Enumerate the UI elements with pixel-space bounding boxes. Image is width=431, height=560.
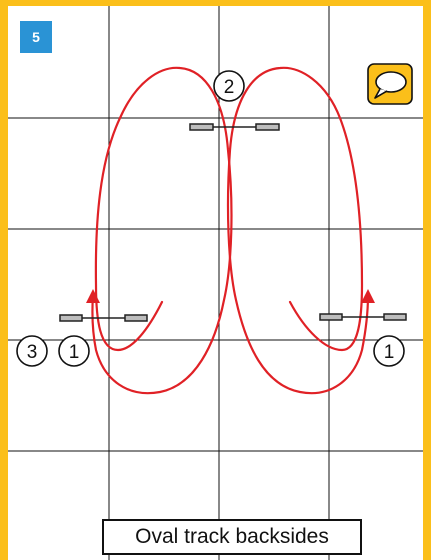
marker-left-outer-label: 3: [27, 342, 38, 363]
marker-top: 2: [213, 70, 245, 102]
pole-top: [189, 123, 280, 131]
marker-left-outer: 3: [16, 335, 48, 367]
pole-right-right-block: [383, 313, 407, 321]
marker-left-inner-label: 1: [69, 342, 80, 363]
pole-top-right-block: [255, 123, 280, 131]
marker-right: 1: [373, 335, 405, 367]
pole-left-right-block: [124, 314, 148, 322]
pole-right-left-block: [319, 313, 343, 321]
pole-left-left-block: [59, 314, 83, 322]
right-arrowhead: [361, 289, 375, 303]
diagram-caption: Oval track backsides: [102, 519, 362, 555]
marker-right-label: 1: [384, 342, 395, 363]
page-number-badge: 5: [20, 21, 52, 53]
pole-top-left-block: [189, 123, 214, 131]
right-loop-path: [226, 66, 370, 395]
speech-bubble-icon[interactable]: [367, 63, 413, 105]
pole-right: [319, 313, 407, 321]
pole-left: [59, 314, 148, 322]
left-loop-path: [91, 66, 233, 395]
riding-path: [86, 66, 375, 395]
marker-top-label: 2: [224, 77, 235, 98]
left-arrowhead: [86, 289, 100, 303]
marker-left-inner: 1: [58, 335, 90, 367]
